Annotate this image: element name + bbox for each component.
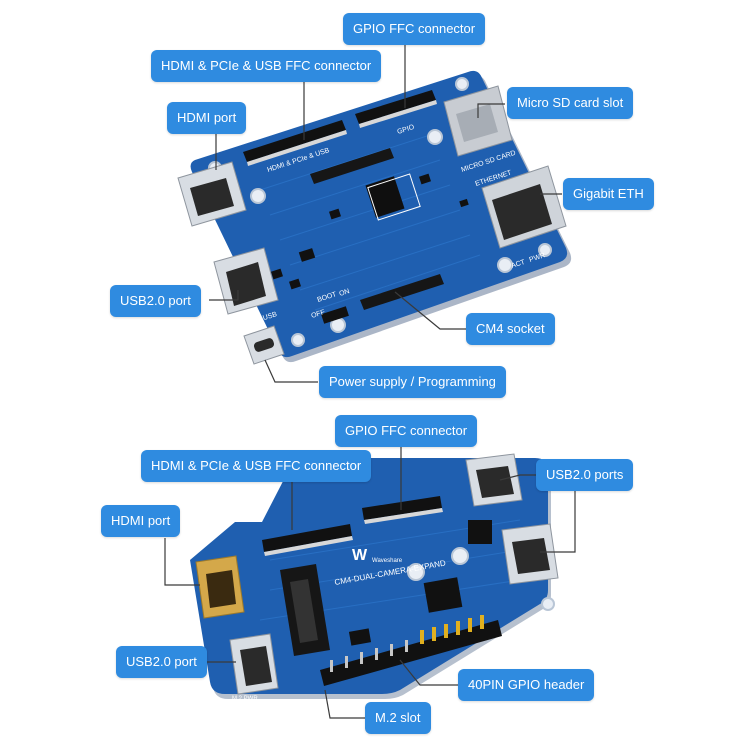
svg-text:W: W [352, 547, 368, 564]
top-callout-usb20-port: USB2.0 port [110, 285, 201, 317]
top-callout-micro-sd: Micro SD card slot [507, 87, 634, 119]
bottom-callout-usb20-port: USB2.0 port [116, 646, 207, 678]
top-callout-cm4-socket: CM4 socket [466, 313, 555, 345]
bottom-hdmi-port [195, 555, 245, 619]
bottom-callout-hdmi-pcie-usb-ffc: HDMI & PCIe & USB FFC connector [141, 450, 372, 482]
bottom-callout-hdmi-port: HDMI port [101, 505, 181, 537]
top-silk-hdmi: HDMI [200, 226, 219, 238]
bottom-callout-gpio-header: 40PIN GPIO header [458, 669, 595, 701]
top-callout-power-programming: Power supply / Programming [319, 366, 506, 398]
bottom-m2-slot [280, 564, 330, 656]
bottom-callout-gpio-ffc: GPIO FFC connector [335, 415, 478, 447]
top-ethernet-jack [481, 165, 567, 249]
bottom-usb-port [229, 633, 279, 695]
top-callout-hdmi-port: HDMI port [167, 102, 247, 134]
top-silk-pwr: PWR [528, 252, 546, 264]
bottom-leader-lines [164, 446, 576, 719]
top-hdmi-ffc-connector [243, 120, 347, 166]
top-callout-hdmi-pcie-usb-ffc: HDMI & PCIe & USB FFC connector [151, 50, 382, 82]
bottom-gpio-ffc-connector [362, 496, 443, 524]
top-silk-off: OFF [310, 309, 325, 320]
top-callout-gigabit-eth: Gigabit ETH [563, 178, 654, 210]
top-gpio-ffc-connector [355, 90, 437, 128]
bottom-callout-m2-slot: M.2 slot [365, 702, 431, 734]
top-cm4-socket [310, 148, 444, 310]
top-silk-on: ON [338, 288, 350, 298]
bottom-silk-brand: Waveshare [372, 558, 403, 564]
top-usbc-port [243, 325, 285, 365]
top-board: HDMI & PCIe & USB GPIO MICRO SD CARD ETH… [177, 70, 572, 365]
bottom-usb-ports-right [465, 453, 559, 585]
top-silk-usb: USB [210, 247, 226, 258]
bottom-silk-m2-pwr: M.2 PWR [232, 696, 258, 702]
bottom-gpio-header [320, 615, 502, 686]
bottom-hdmi-ffc-connector [262, 524, 353, 556]
top-callout-gpio-ffc: GPIO FFC connector [343, 13, 486, 45]
top-silk-act: ACT [510, 259, 526, 270]
bottom-board: W Waveshare CM4-DUAL-CAMERA-EXPAND [190, 453, 559, 702]
bottom-callout-usb20-ports: USB2.0 ports [536, 459, 634, 491]
top-leader-lines [209, 44, 562, 383]
waveshare-logo: W Waveshare [352, 547, 403, 564]
top-usb-port [213, 247, 279, 315]
top-hdmi-port [177, 161, 247, 227]
